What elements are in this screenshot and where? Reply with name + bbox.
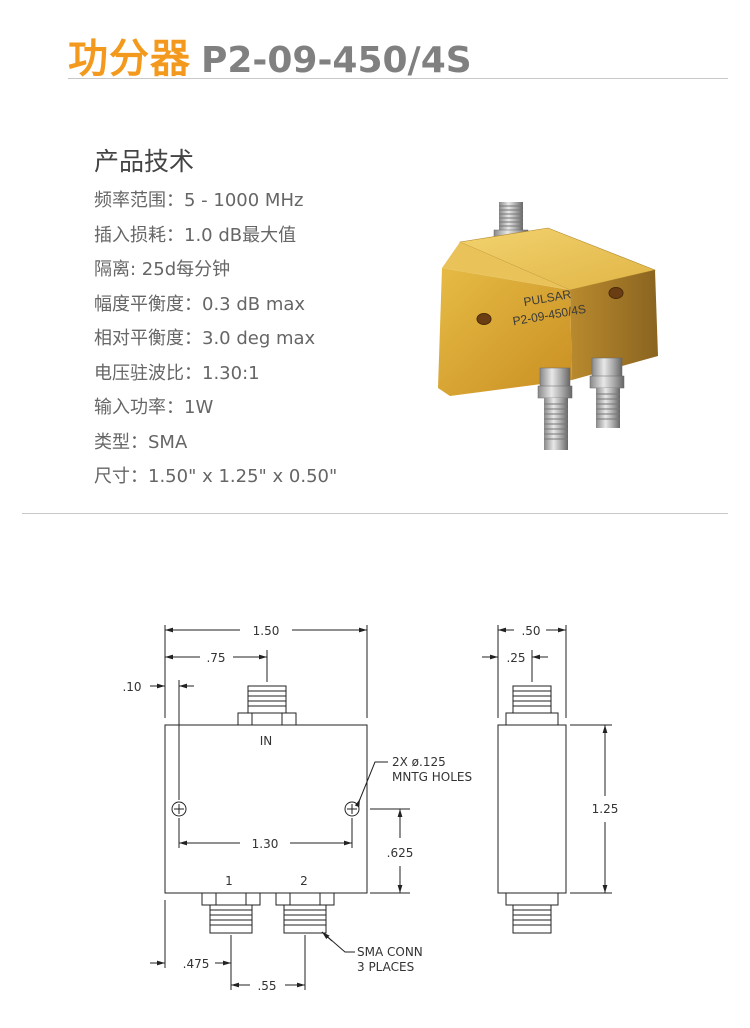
spec-amplitude-balance: 幅度平衡度：0.3 dB max	[94, 293, 306, 315]
spec-phase-balance: 相对平衡度：3.0 deg max	[94, 328, 316, 349]
dim-input-center: .75	[206, 651, 225, 665]
product-photo: PULSAR P2-09-450/4S	[438, 202, 658, 450]
spec-dimensions: 尺寸：1.50" x 1.25" x 0.50"	[94, 466, 338, 487]
spec-input-power: 输入功率：1W	[94, 397, 214, 418]
conn-label-line2: 3 PLACES	[357, 960, 414, 974]
spec-connector-type: 类型：SMA	[94, 431, 188, 453]
dim-side-width: .50	[521, 624, 540, 638]
dim-hole-spacing: 1.30	[252, 837, 279, 851]
mount-hole-icon	[476, 313, 492, 325]
side-view-bottom-connector	[505, 892, 559, 934]
front-view-input-connector	[237, 685, 297, 726]
dim-side-height: 1.25	[592, 802, 619, 816]
spec-frequency: 频率范围：5 - 1000 MHz	[94, 190, 304, 211]
title-model: P2-09-450/4S	[201, 40, 472, 81]
holes-label-line2: MNTG HOLES	[392, 770, 472, 784]
front-view-body	[164, 724, 368, 894]
dim-port-spacing: .55	[257, 979, 276, 993]
mount-hole-right-icon	[344, 801, 360, 817]
dim-hole-height: .625	[387, 846, 414, 860]
output-connector-1	[537, 367, 573, 450]
middle-divider	[22, 513, 728, 514]
mount-hole-icon	[608, 287, 624, 299]
mount-hole-left-icon	[171, 801, 187, 817]
dim-side-center: .25	[506, 651, 525, 665]
port-1-label: 1	[225, 874, 233, 888]
spec-insertion-loss: 插入损耗：1.0 dB最大值	[94, 224, 297, 246]
front-view-output-connector-1	[201, 892, 261, 934]
output-connector-2	[589, 357, 625, 428]
dim-port1-offset: .475	[183, 957, 210, 971]
front-view-output-connector-2	[275, 892, 335, 934]
holes-label-line1: 2X ø.125	[392, 755, 446, 769]
side-view-top-connector	[505, 685, 559, 726]
port-in-label: IN	[260, 734, 273, 748]
top-divider	[68, 78, 728, 79]
title-chinese: 功分器	[68, 36, 191, 82]
conn-label-line1: SMA CONN	[357, 945, 423, 959]
section-heading: 产品技术	[94, 147, 195, 176]
port-2-label: 2	[300, 874, 308, 888]
spec-list: 频率范围：5 - 1000 MHz 插入损耗：1.0 dB最大值 隔离: 25d…	[94, 186, 337, 497]
mechanical-drawing: 1.50 .75 .10 IN 2X ø.125 MNTG HOLES 1.30…	[122, 624, 619, 993]
dim-overall-width: 1.50	[253, 624, 280, 638]
spec-isolation: 隔离: 25d每分钟	[94, 259, 231, 280]
dim-hole-edge: .10	[122, 680, 141, 694]
spec-vswr: 电压驻波比：1.30:1	[94, 362, 260, 384]
side-view-body	[497, 724, 567, 894]
